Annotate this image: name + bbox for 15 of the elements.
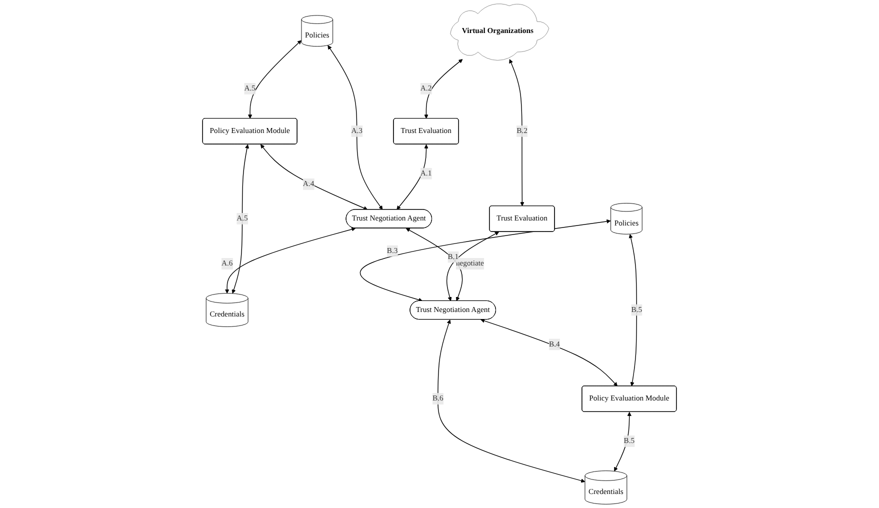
arrow <box>232 144 250 294</box>
arrow <box>424 59 463 119</box>
arrow <box>260 144 368 210</box>
arrow <box>480 318 618 386</box>
arrow <box>446 232 500 302</box>
arrow <box>614 412 632 472</box>
arrow <box>438 320 586 483</box>
arrow <box>406 228 463 302</box>
arrow <box>628 234 637 386</box>
arrow <box>225 227 356 294</box>
arrow <box>360 219 611 302</box>
arrow <box>509 59 524 206</box>
arrow <box>396 144 428 210</box>
arrow <box>248 40 302 119</box>
arrow <box>328 45 383 210</box>
